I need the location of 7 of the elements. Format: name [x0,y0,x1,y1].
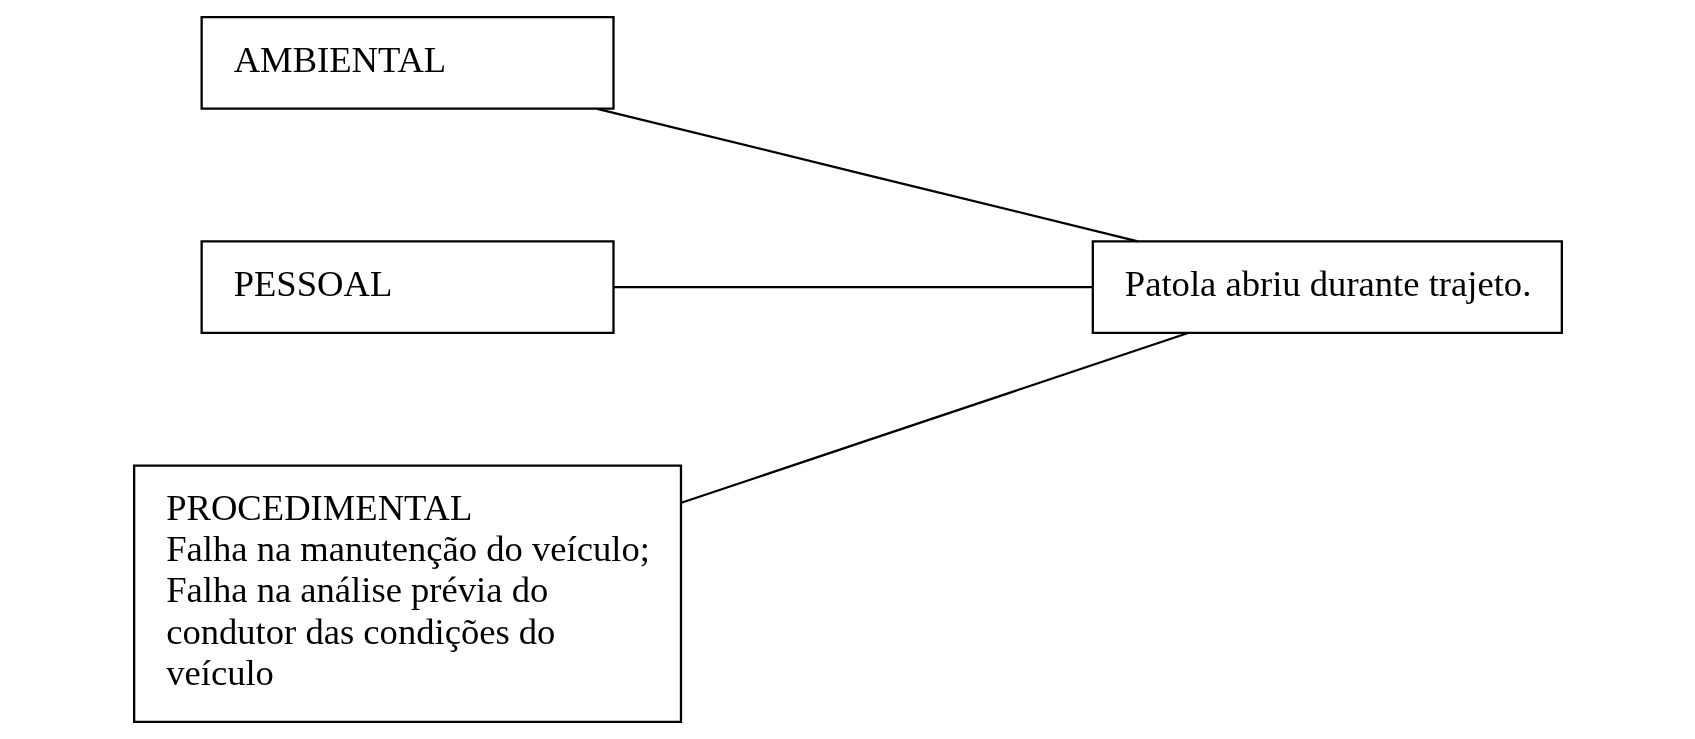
connector [680,331,1188,504]
node-box: PROCEDIMENTAL Falha na manutenção do veículo; Falha na análise prévia do condutor das condições do veículo [132,464,682,723]
connector [596,107,1138,243]
node-box: AMBIENTAL [200,16,615,110]
connector [613,286,1092,289]
node-box: PESSOAL [200,240,615,335]
node-box: Patola abriu durante trajeto. [1091,240,1563,335]
